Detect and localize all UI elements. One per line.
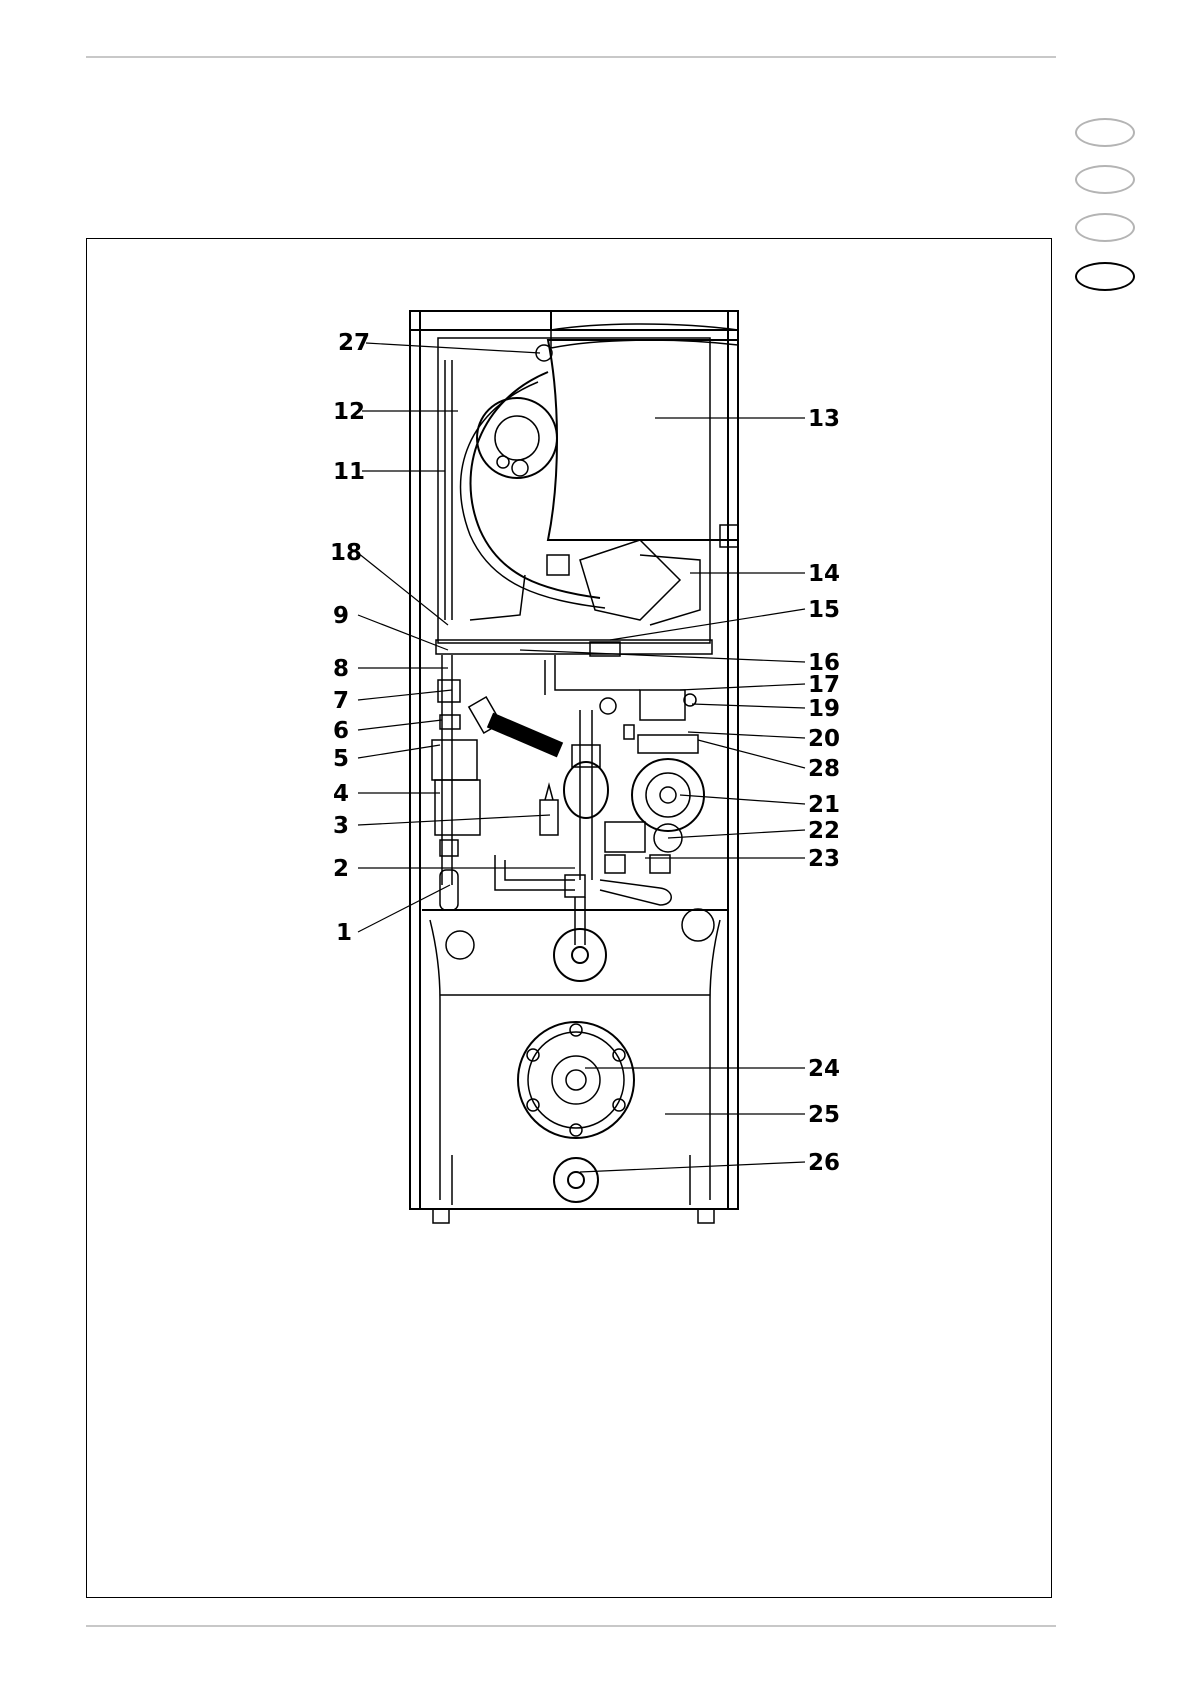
callout-4: 4 xyxy=(333,781,349,807)
callout-23: 23 xyxy=(808,846,840,872)
callout-22: 22 xyxy=(808,818,840,844)
boiler-drawing xyxy=(410,311,738,1223)
callout-15: 15 xyxy=(808,597,840,623)
callout-2: 2 xyxy=(333,856,349,882)
footer-rule xyxy=(86,1625,1056,1627)
callout-28: 28 xyxy=(808,756,840,782)
callout-12: 12 xyxy=(333,399,365,425)
callout-21: 21 xyxy=(808,792,840,818)
callout-19: 19 xyxy=(808,696,840,722)
callout-6: 6 xyxy=(333,718,349,744)
callout-9: 9 xyxy=(333,603,349,629)
callout-27: 27 xyxy=(338,330,370,356)
callout-13: 13 xyxy=(808,406,840,432)
callout-11: 11 xyxy=(333,459,365,485)
callout-8: 8 xyxy=(333,656,349,682)
callout-24: 24 xyxy=(808,1056,840,1082)
callout-20: 20 xyxy=(808,726,840,752)
callout-14: 14 xyxy=(808,561,840,587)
callout-5: 5 xyxy=(333,746,349,772)
callout-25: 25 xyxy=(808,1102,840,1128)
callout-26: 26 xyxy=(808,1150,840,1176)
callout-17: 17 xyxy=(808,672,840,698)
callout-3: 3 xyxy=(333,813,349,839)
callout-18: 18 xyxy=(330,540,362,566)
callout-labels: 27 12 11 13 18 14 9 15 8 16 7 17 6 19 5 … xyxy=(330,330,840,1176)
callout-7: 7 xyxy=(333,688,349,714)
callout-1: 1 xyxy=(336,920,352,946)
